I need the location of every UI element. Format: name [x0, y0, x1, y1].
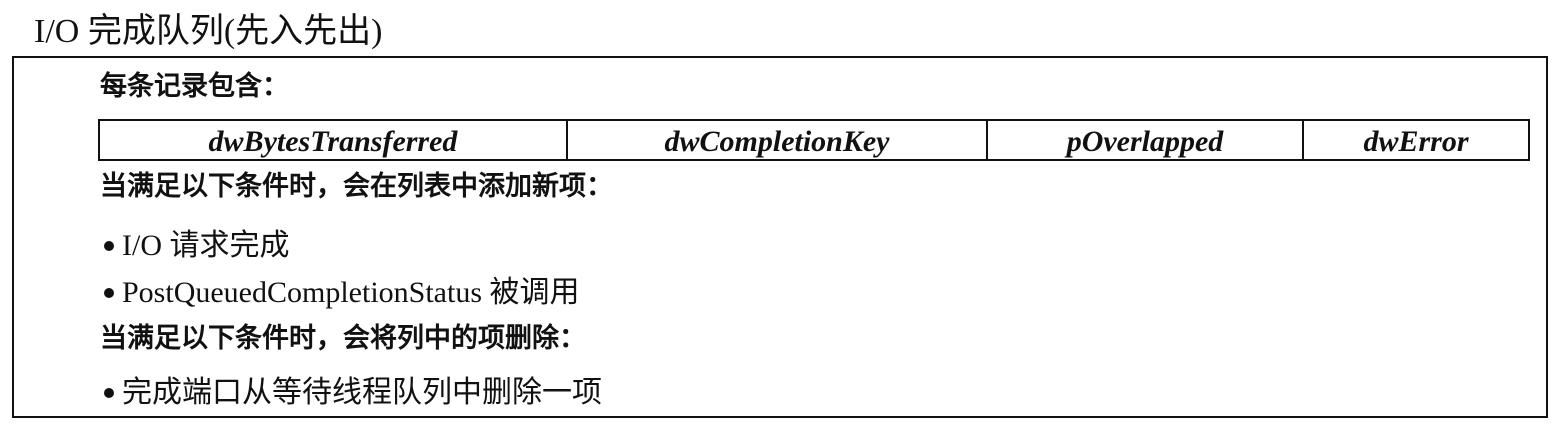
add-condition-text: PostQueuedCompletionStatus 被调用	[122, 276, 580, 309]
field-dwbytestransferred: dwBytesTransferred	[100, 121, 568, 159]
record-fields-table: dwBytesTransferred dwCompletionKey pOver…	[98, 119, 1530, 161]
bullet-icon	[104, 241, 114, 251]
record-heading: 每条记录包含：	[100, 71, 289, 102]
add-condition-item: PostQueuedCompletionStatus 被调用	[104, 274, 580, 312]
queue-box: 每条记录包含： dwBytesTransferred dwCompletionK…	[12, 56, 1548, 418]
field-poverlapped: pOverlapped	[988, 121, 1304, 159]
add-condition-heading: 当满足以下条件时，会在列表中添加新项：	[100, 171, 613, 202]
remove-condition-heading: 当满足以下条件时，会将列中的项删除：	[100, 323, 586, 354]
remove-condition-text: 完成端口从等待线程队列中删除一项	[122, 376, 602, 409]
diagram-title: I/O 完成队列(先入先出)	[34, 13, 383, 50]
field-dwcompletionkey: dwCompletionKey	[568, 121, 988, 159]
remove-condition-item: 完成端口从等待线程队列中删除一项	[104, 374, 602, 412]
bullet-icon	[104, 288, 114, 298]
add-condition-item: I/O 请求完成	[104, 227, 290, 265]
add-condition-text: I/O 请求完成	[122, 229, 290, 262]
bullet-icon	[104, 388, 114, 398]
field-dwerror: dwError	[1363, 125, 1469, 158]
